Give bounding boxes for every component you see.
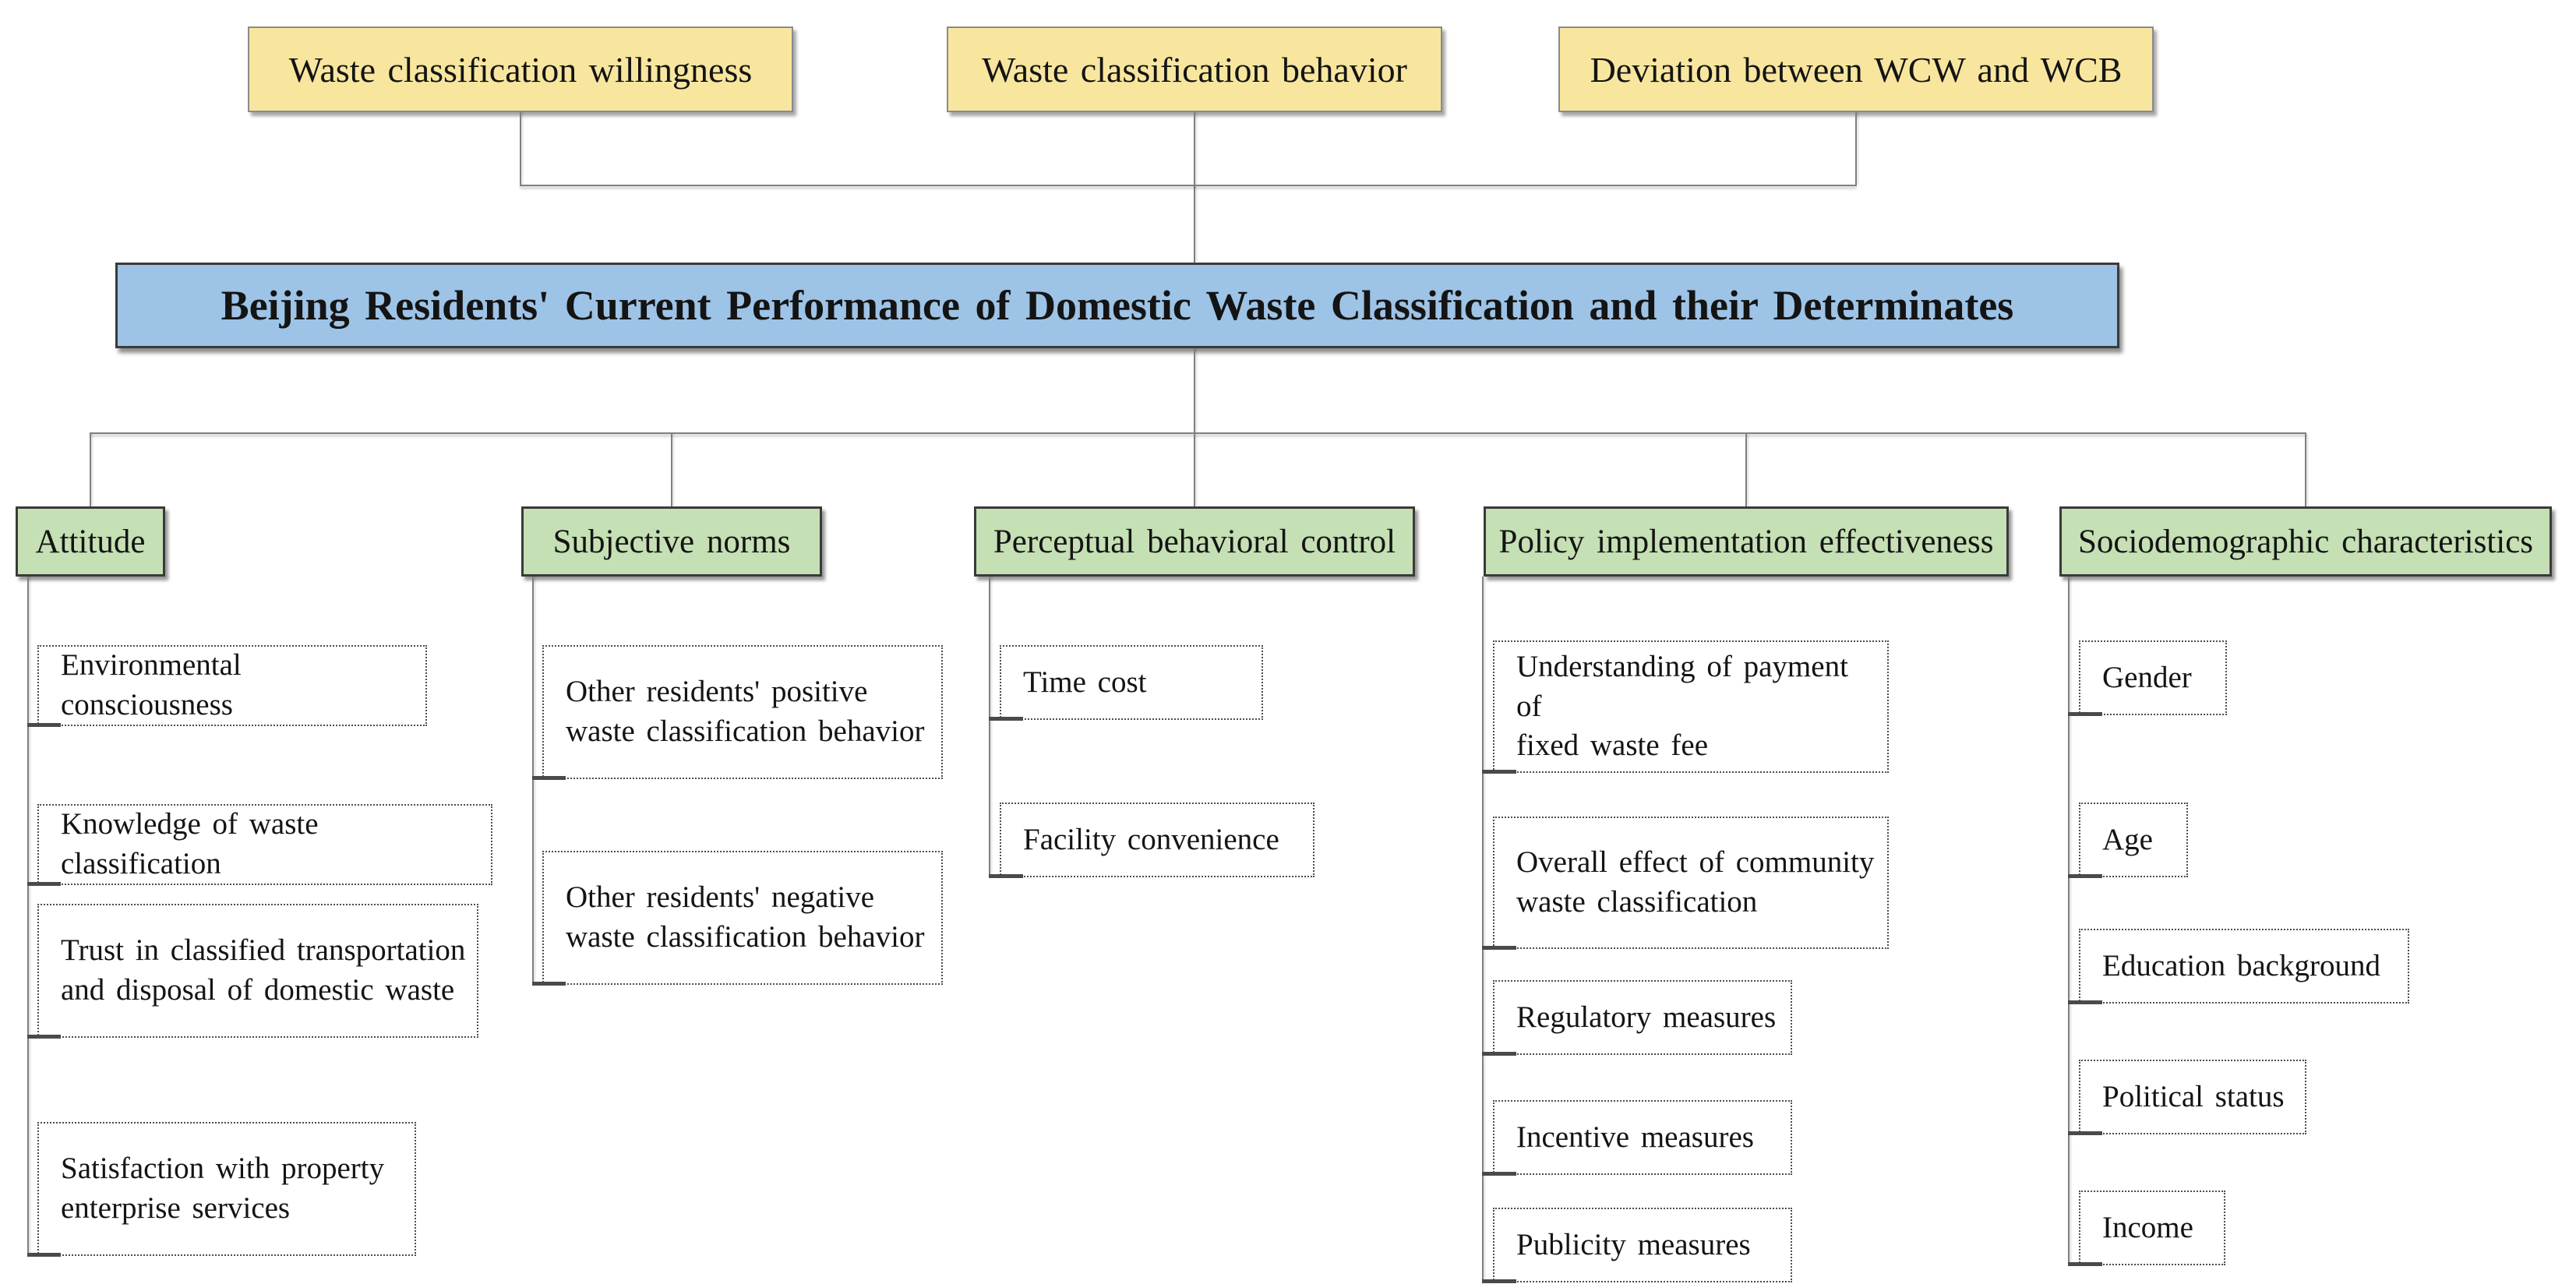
outcome-label: Waste classification willingness	[288, 49, 753, 90]
category-label: Perceptual behavioral control	[993, 523, 1396, 560]
category-box-subjective-norms: Subjective norms	[521, 506, 822, 577]
leaf-overall-effect-community: Overall effect of community waste classi…	[1493, 817, 1889, 949]
connector-stub	[1482, 1279, 1516, 1283]
category-box-attitude: Attitude	[16, 506, 165, 577]
category-label: Policy implementation effectiveness	[1498, 523, 1994, 560]
outcome-box-behavior: Waste classification behavior	[947, 26, 1442, 112]
category-box-sociodemographic: Sociodemographic characteristics	[2059, 506, 2552, 577]
connector-stub	[2068, 1000, 2102, 1004]
leaf-political-status: Political status	[2079, 1060, 2306, 1134]
central-title-box: Beijing Residents' Current Performance o…	[115, 263, 2119, 348]
connector-line	[671, 434, 672, 506]
category-label: Attitude	[35, 523, 146, 560]
leaf-label: Knowledge of waste classification	[61, 807, 319, 880]
connector-stub	[1482, 946, 1516, 950]
leaf-publicity-measures: Publicity measures	[1493, 1208, 1792, 1282]
leaf-facility-convenience: Facility convenience	[1000, 802, 1314, 877]
connector-line	[90, 432, 2306, 434]
connector-stub	[532, 776, 566, 780]
connector-line	[1194, 434, 1195, 506]
leaf-label: Overall effect of community waste classi…	[1516, 845, 1875, 919]
leaf-gender: Gender	[2079, 640, 2227, 715]
connector-line	[1482, 577, 1484, 1282]
connector-line	[27, 577, 29, 1256]
connector-stub	[1482, 770, 1516, 774]
connector-stub	[2068, 1262, 2102, 1266]
connector-stub	[2068, 712, 2102, 716]
connector-line	[520, 112, 521, 185]
leaf-income: Income	[2079, 1191, 2225, 1265]
leaf-label: Gender	[2102, 660, 2192, 694]
leaf-education-background: Education background	[2079, 929, 2409, 1004]
leaf-label: Satisfaction with property enterprise se…	[61, 1152, 385, 1225]
connector-stub	[27, 1035, 61, 1039]
connector-stub	[532, 982, 566, 986]
connector-line	[532, 577, 534, 985]
leaf-label: Incentive measures	[1516, 1120, 1754, 1154]
leaf-label: Facility convenience	[1023, 822, 1279, 856]
leaf-satisfaction-with-property-services: Satisfaction with property enterprise se…	[37, 1122, 416, 1256]
connector-stub	[1482, 1172, 1516, 1176]
leaf-label: Time cost	[1023, 665, 1147, 699]
leaf-label: Other residents' negative waste classifi…	[566, 880, 925, 954]
leaf-label: Income	[2102, 1210, 2193, 1244]
leaf-label: Age	[2102, 822, 2153, 856]
leaf-label: Publicity measures	[1516, 1227, 1751, 1261]
leaf-age: Age	[2079, 802, 2188, 877]
category-label: Subjective norms	[552, 523, 791, 560]
leaf-label: Environmental consciousness	[61, 648, 242, 721]
leaf-understanding-fixed-waste-fee: Understanding of payment of fixed waste …	[1493, 640, 1889, 773]
connector-stub	[989, 874, 1023, 878]
connector-stub	[989, 717, 1023, 721]
connector-line	[90, 434, 91, 506]
leaf-label: Regulatory measures	[1516, 1000, 1777, 1034]
connector-line	[989, 577, 990, 877]
connector-line	[520, 185, 1857, 186]
connector-stub	[27, 1253, 61, 1257]
leaf-label: Education background	[2102, 948, 2380, 982]
outcome-box-willingness: Waste classification willingness	[248, 26, 793, 112]
connector-line	[1194, 348, 1195, 432]
leaf-time-cost: Time cost	[1000, 645, 1263, 720]
leaf-others-positive-behavior: Other residents' positive waste classifi…	[542, 645, 943, 779]
central-title: Beijing Residents' Current Performance o…	[221, 282, 2014, 329]
category-label: Sociodemographic characteristics	[2077, 523, 2534, 560]
connector-stub	[27, 723, 61, 727]
connector-line	[2068, 577, 2070, 1265]
leaf-label: Understanding of payment of fixed waste …	[1516, 649, 1848, 763]
outcome-label: Waste classification behavior	[982, 49, 1407, 90]
leaf-knowledge-of-waste-classification: Knowledge of waste classification	[37, 804, 492, 885]
connector-stub	[2068, 1131, 2102, 1135]
leaf-label: Other residents' positive waste classifi…	[566, 675, 925, 748]
leaf-others-negative-behavior: Other residents' negative waste classifi…	[542, 851, 943, 985]
connector-line	[1194, 112, 1195, 263]
outcome-box-deviation: Deviation between WCW and WCB	[1558, 26, 2154, 112]
leaf-label: Political status	[2102, 1079, 2285, 1113]
category-box-perceptual-behavioral-control: Perceptual behavioral control	[974, 506, 1415, 577]
outcome-label: Deviation between WCW and WCB	[1590, 49, 2123, 90]
leaf-environmental-consciousness: Environmental consciousness	[37, 645, 427, 726]
leaf-label: Trust in classified transportation and d…	[61, 933, 466, 1007]
connector-stub	[1482, 1052, 1516, 1056]
category-box-policy-implementation: Policy implementation effectiveness	[1484, 506, 2009, 577]
connector-line	[2305, 434, 2306, 506]
connector-line	[1855, 112, 1857, 185]
leaf-trust-in-classified-transportation: Trust in classified transportation and d…	[37, 904, 478, 1038]
connector-line	[1745, 434, 1747, 506]
leaf-incentive-measures: Incentive measures	[1493, 1100, 1792, 1175]
connector-stub	[2068, 874, 2102, 878]
leaf-regulatory-measures: Regulatory measures	[1493, 980, 1792, 1055]
connector-stub	[27, 882, 61, 886]
